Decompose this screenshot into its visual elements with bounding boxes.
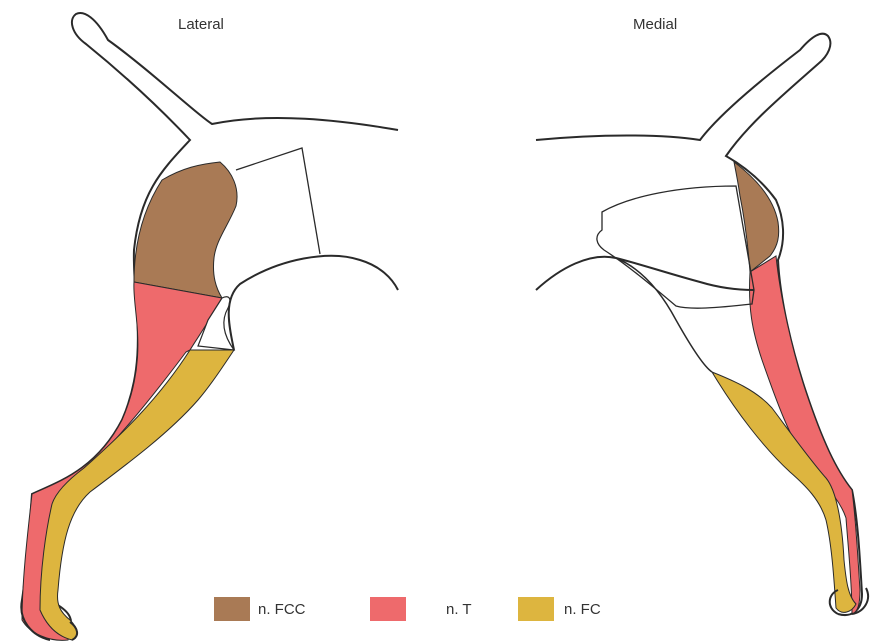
medial-body-outline [536,34,862,615]
lateral-label: Lateral [178,16,224,33]
legend-item-fcc: n. FCC [214,596,306,622]
legend-swatch-t [370,597,406,621]
lateral-view [21,13,398,640]
legend-item-t: n. T [370,596,472,622]
legend-label-fcc: n. FCC [258,601,306,618]
legend-label-fc: n. FC [564,601,601,618]
legend-item-fc: n. FC [518,596,601,622]
legend-label-t: n. T [446,601,472,618]
legend-swatch-fcc [214,597,250,621]
medial-view [536,34,868,615]
medial-scapula-outline [597,186,754,308]
medial-limb-inner-outline [616,258,712,372]
medial-thorax-outline [536,257,754,290]
lateral-region-fcc [134,162,237,298]
legend-swatch-fc [518,597,554,621]
lateral-scapula-outline [236,148,320,254]
medial-label: Medial [633,16,677,33]
lateral-thorax-outline [229,256,398,350]
